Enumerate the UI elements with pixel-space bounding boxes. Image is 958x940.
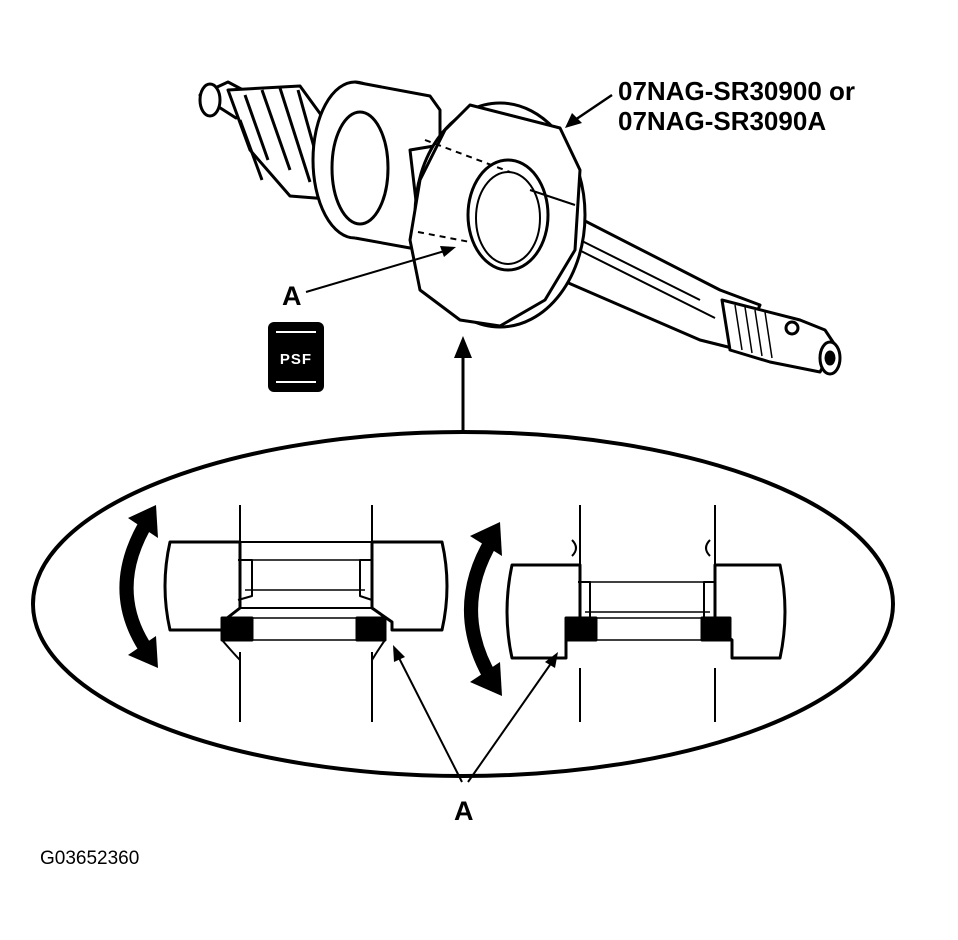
psf-badge: PSF bbox=[268, 322, 324, 392]
figure-id: G03652360 bbox=[40, 848, 139, 869]
bottom-callout-leaders bbox=[393, 645, 558, 783]
tool-part-number-line2: 07NAG-SR3090A bbox=[618, 106, 826, 136]
bottom-callout-label: A bbox=[454, 796, 474, 826]
tool-part-number-line1: 07NAG-SR30900 or bbox=[618, 76, 855, 106]
top-callout-label: A bbox=[282, 281, 302, 311]
psf-badge-label: PSF bbox=[280, 351, 312, 368]
rotation-arrow-right bbox=[464, 522, 502, 696]
detail-to-assembly-arrow bbox=[454, 336, 472, 432]
pinion-shaft-assembly bbox=[198, 80, 842, 376]
detail-right-cross-section bbox=[505, 505, 787, 722]
detail-view bbox=[31, 430, 895, 783]
detail-left-cross-section bbox=[163, 505, 449, 722]
rotation-arrow-left bbox=[119, 505, 158, 668]
top-callout-leader bbox=[305, 246, 456, 293]
tool-leader-arrow bbox=[565, 93, 613, 128]
